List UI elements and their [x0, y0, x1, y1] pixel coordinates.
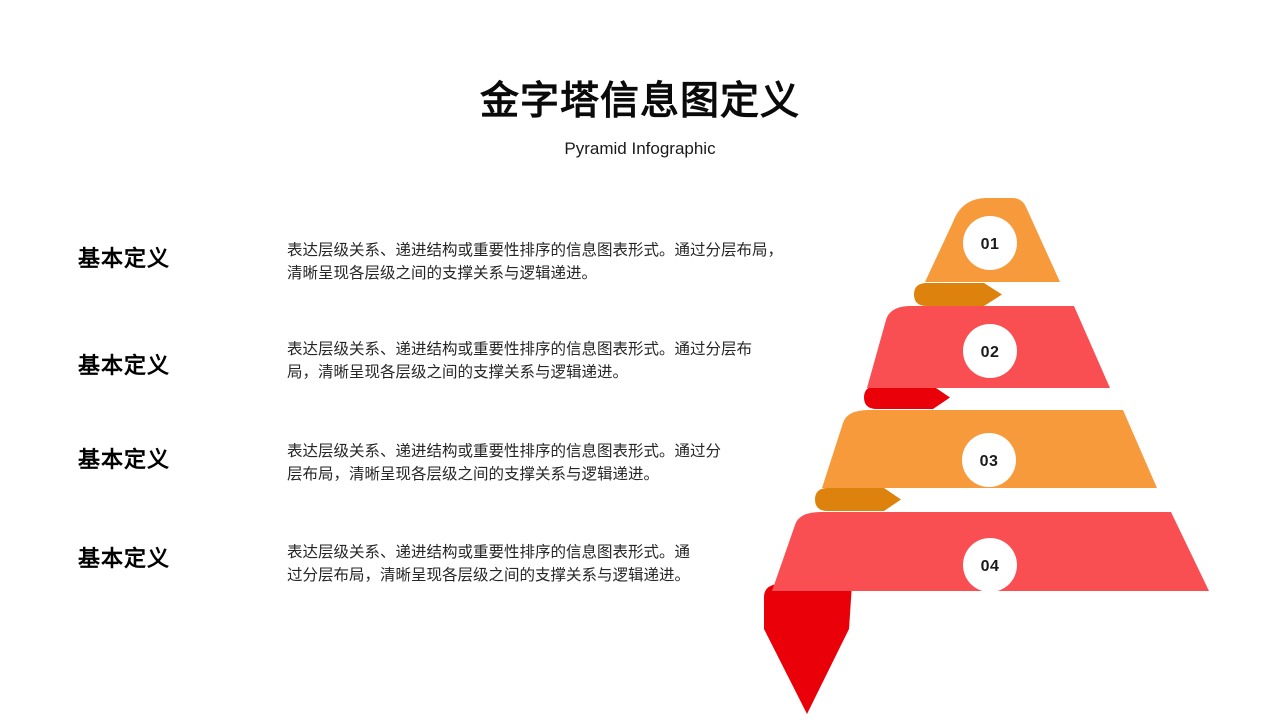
definition-text-3: 表达层级关系、递进结构或重要性排序的信息图表形式。通过分 层布局，清晰呈现各层级… — [287, 443, 722, 483]
definition-text-4: 表达层级关系、递进结构或重要性排序的信息图表形式。通 过分层布局，清晰呈现各层级… — [287, 544, 691, 584]
level-2-number: 02 — [981, 344, 1000, 361]
level-4-number-circle — [963, 538, 1017, 592]
definition-label-3: 基本定义 — [78, 447, 171, 472]
level-1-number: 01 — [981, 236, 1000, 253]
level-1-number-circle — [963, 216, 1017, 270]
level-4-number: 04 — [981, 558, 1000, 575]
page-title: 金字塔信息图定义 — [479, 80, 800, 123]
ribbon-fold-1 — [914, 283, 1002, 306]
definition-label-2: 基本定义 — [78, 353, 171, 378]
page-subtitle: Pyramid Infographic — [564, 139, 716, 158]
definition-text-2: 表达层级关系、递进结构或重要性排序的信息图表形式。通过分层布 局，清晰呈现各层级… — [287, 341, 753, 381]
ribbon-fold-2 — [864, 386, 950, 409]
level-3-number-circle — [962, 433, 1016, 487]
ribbon-tail — [764, 584, 852, 714]
definition-label-4: 基本定义 — [78, 546, 171, 571]
level-3-number: 03 — [980, 453, 999, 470]
ribbon-fold-3 — [815, 488, 901, 511]
definition-text-1: 表达层级关系、递进结构或重要性排序的信息图表形式。通过分层布局， 清晰呈现各层级… — [287, 242, 784, 282]
definition-label-1: 基本定义 — [78, 246, 171, 271]
level-2-number-circle — [963, 324, 1017, 378]
